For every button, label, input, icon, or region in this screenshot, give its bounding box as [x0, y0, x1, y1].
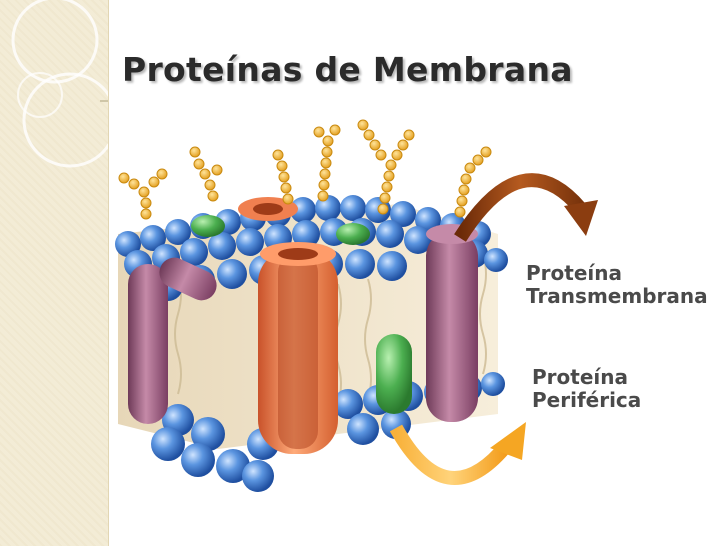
peripheral-proteins — [191, 215, 412, 414]
channel-protein — [258, 242, 338, 454]
membrane-illustration — [115, 119, 508, 492]
transmembrane-protein-right — [426, 224, 478, 422]
decorative-sidebar — [0, 0, 109, 546]
curved-arrow-orange-icon — [389, 422, 526, 485]
sidebar-circles-ornament — [11, 0, 108, 168]
transmembrane-protein-left — [128, 257, 217, 424]
transmembrane-protein-label: Proteína Transmembrana — [526, 261, 708, 308]
slide-title: Proteínas de Membrana — [122, 50, 573, 89]
carbohydrate-chains — [118, 119, 492, 220]
curved-arrow-brown-icon — [454, 173, 598, 242]
title-rule — [100, 100, 108, 102]
channel-protein-top — [238, 197, 298, 221]
lipid-heads-top — [115, 195, 508, 301]
peripheral-protein-label: Proteína Periférica — [532, 365, 642, 412]
